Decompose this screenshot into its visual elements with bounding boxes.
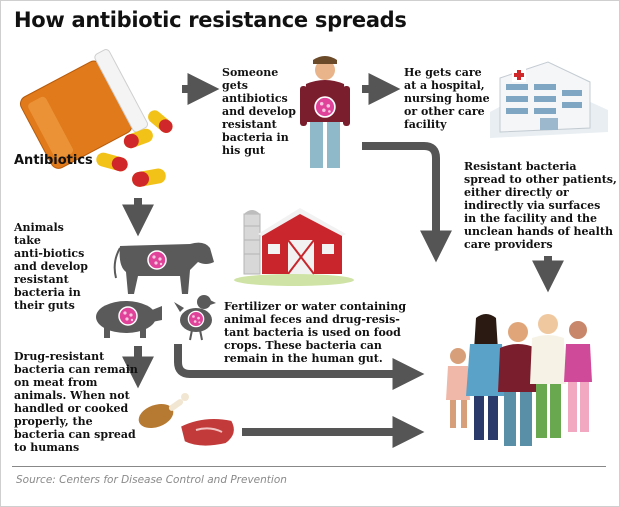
caption-meat: Drug-resistant bacteria can remain on me… bbox=[14, 350, 138, 454]
chicken-icon bbox=[174, 295, 216, 341]
caption-animals: Animals take anti-biotics and develop re… bbox=[14, 221, 88, 312]
cow-icon bbox=[113, 242, 214, 294]
arrow-hospital-to-patients bbox=[362, 142, 452, 263]
barn-icon bbox=[234, 208, 354, 286]
people-group-icon bbox=[446, 314, 592, 446]
caption-someone: Someone gets antibiotics and develop res… bbox=[222, 66, 296, 157]
pill-bottle-icon bbox=[19, 49, 149, 169]
caption-fertilizer: Fertilizer or water containing animal fe… bbox=[224, 300, 407, 365]
infographic-title: How antibiotic resistance spreads bbox=[14, 8, 407, 32]
hospital-icon bbox=[490, 61, 608, 138]
pig-icon bbox=[96, 301, 162, 338]
source-credit: Source: Centers for Disease Control and … bbox=[16, 474, 287, 486]
caption-resistant-spread: Resistant bacteria spread to other patie… bbox=[464, 160, 617, 251]
antibiotics-label: Antibiotics bbox=[14, 153, 93, 168]
arrow-animals-to-crops bbox=[174, 344, 425, 390]
caption-hospital: He gets care at a hospital, nursing home… bbox=[404, 66, 490, 131]
source-divider bbox=[12, 466, 606, 467]
drumstick-icon bbox=[138, 393, 189, 429]
capsule-icons bbox=[96, 110, 173, 187]
steak-icon bbox=[178, 417, 236, 448]
patient-man-icon bbox=[300, 56, 350, 168]
flow-arrows bbox=[122, 73, 564, 448]
